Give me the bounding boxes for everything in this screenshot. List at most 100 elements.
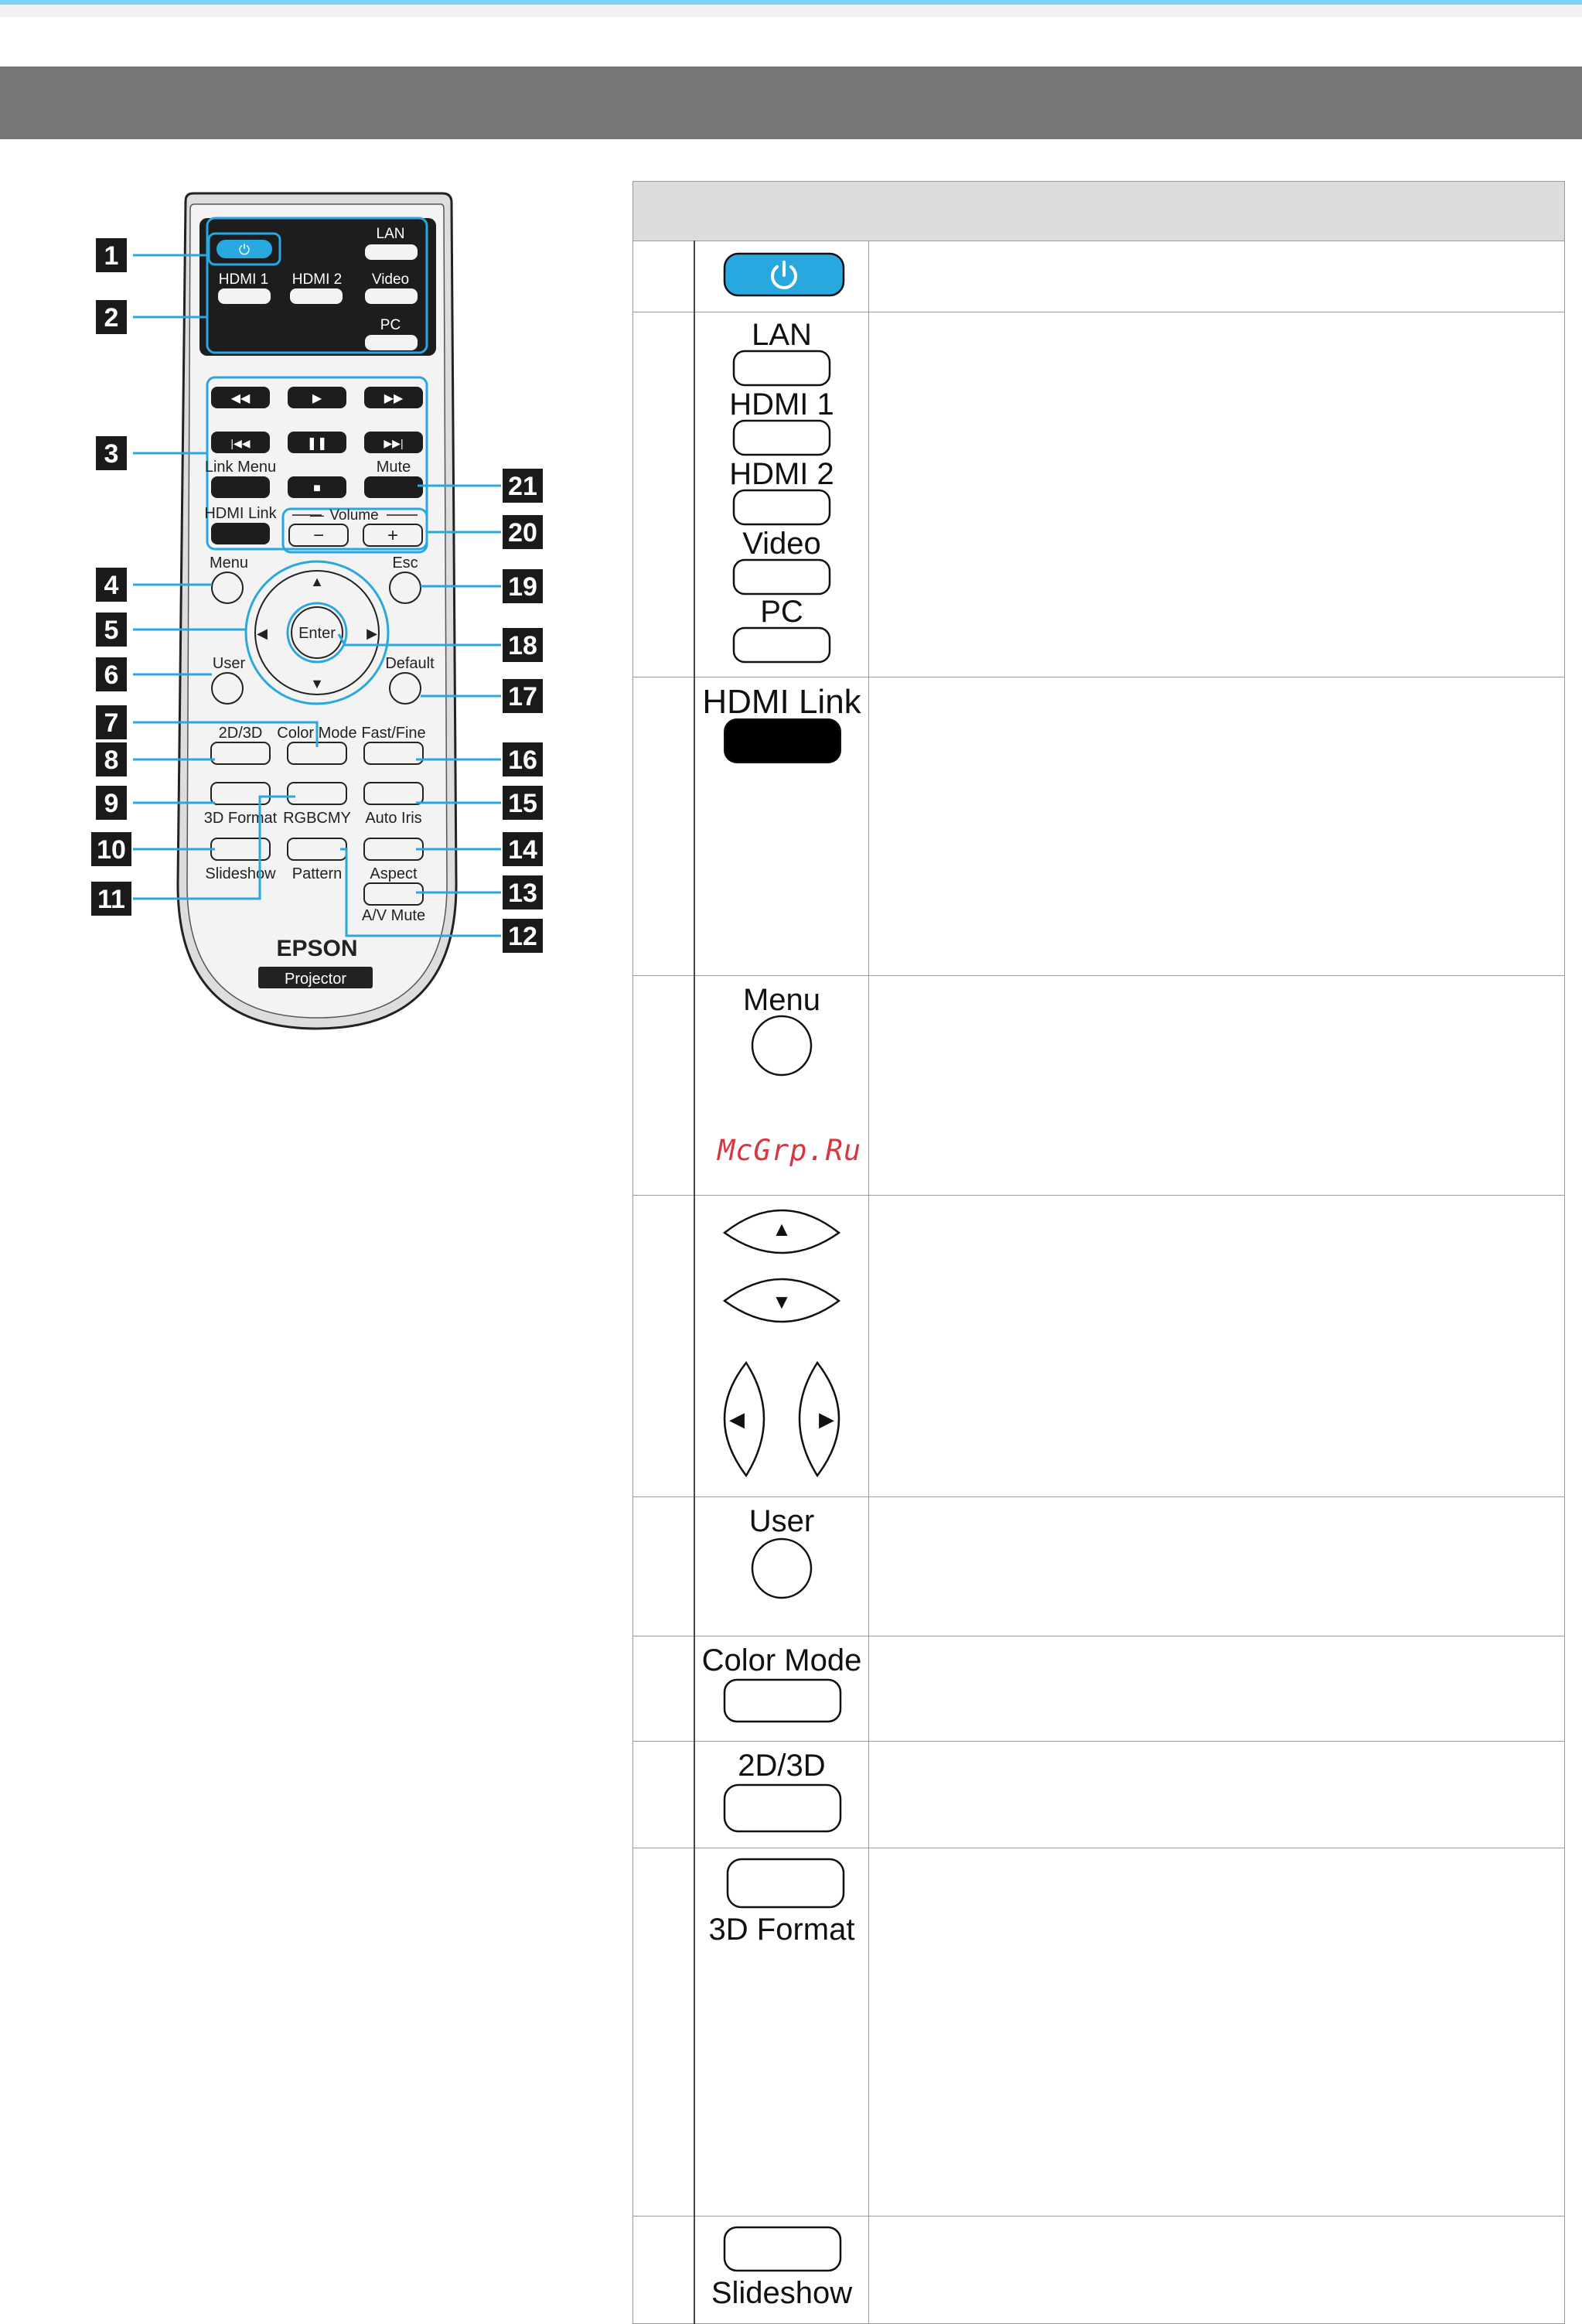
svg-text:Volume: Volume — [329, 507, 378, 524]
svg-text:2D/3D: 2D/3D — [219, 725, 263, 742]
2d3d-button-image: 2D/3D — [723, 1749, 842, 1833]
svg-text:Video: Video — [372, 271, 409, 288]
callout-2: 2 — [104, 303, 119, 333]
svg-text:|◀◀: |◀◀ — [230, 437, 250, 449]
svg-text:A/V Mute: A/V Mute — [362, 907, 425, 924]
callout-11: 11 — [97, 885, 125, 914]
svg-text:Default: Default — [385, 655, 435, 672]
menu-button-image: Menu — [743, 983, 820, 1077]
label-hdmi1: HDMI 1 — [729, 387, 834, 421]
callout-3: 3 — [104, 439, 119, 469]
section-header-bar — [0, 67, 1582, 139]
svg-text:◀◀: ◀◀ — [231, 392, 251, 405]
arrow-buttons-image: ▲ ▼ ◀ ▶ — [722, 1209, 841, 1478]
svg-text:Menu: Menu — [210, 555, 248, 572]
label-pc: PC — [760, 595, 803, 629]
power-button-image — [723, 252, 845, 297]
svg-text:⏻: ⏻ — [239, 242, 250, 258]
svg-text:RGBCMY: RGBCMY — [283, 810, 351, 827]
callout-16: 16 — [508, 746, 537, 775]
source-buttons-image: LAN HDMI 1 HDMI 2 Video PC — [729, 318, 834, 664]
svg-text:▶▶|: ▶▶| — [384, 437, 403, 449]
svg-text:Enter: Enter — [298, 625, 336, 642]
svg-text:Slideshow: Slideshow — [205, 865, 276, 882]
label-hdmi2: HDMI 2 — [729, 457, 834, 491]
table-row-power — [632, 241, 1565, 312]
svg-text:−: − — [313, 525, 324, 546]
svg-text:HDMI 2: HDMI 2 — [292, 271, 342, 288]
table-row-arrows: ▲ ▼ ◀ ▶ — [632, 1195, 1565, 1497]
arrow-up-icon: ▲ — [772, 1217, 792, 1240]
callout-8: 8 — [104, 746, 119, 775]
remote-label-lan: LAN — [377, 226, 405, 242]
label-user: User — [749, 1504, 814, 1538]
user-button-image: User — [749, 1504, 814, 1599]
callout-10: 10 — [97, 835, 126, 865]
svg-text:▼: ▼ — [310, 676, 324, 691]
callout-14: 14 — [508, 835, 537, 865]
label-slideshow: Slideshow — [711, 2276, 852, 2310]
top-accent-line — [0, 0, 1582, 5]
arrow-down-icon: ▼ — [772, 1290, 792, 1313]
svg-text:Auto Iris: Auto Iris — [365, 810, 421, 827]
callout-4: 4 — [104, 571, 119, 600]
svg-text:▶: ▶ — [367, 626, 377, 641]
table-row-hdmi-link: HDMI Link — [632, 677, 1565, 976]
svg-text:▶▶: ▶▶ — [384, 392, 404, 405]
svg-text:Mute: Mute — [377, 459, 411, 476]
button-table: LAN HDMI 1 HDMI 2 Video PC HDMI Link — [632, 181, 1565, 2324]
callout-15: 15 — [508, 789, 537, 818]
callout-12: 12 — [508, 922, 537, 951]
callout-13: 13 — [508, 879, 537, 908]
table-row-menu: Menu — [632, 975, 1565, 1196]
label-2d3d: 2D/3D — [738, 1749, 825, 1783]
svg-text:◀: ◀ — [257, 626, 268, 641]
svg-text:Fast/Fine: Fast/Fine — [361, 725, 425, 742]
arrow-right-icon: ▶ — [819, 1408, 834, 1431]
hdmi-link-button-image: HDMI Link — [702, 683, 862, 763]
table-header — [632, 181, 1565, 241]
color-mode-button-image: Color Mode — [702, 1643, 862, 1723]
svg-text:Pattern: Pattern — [292, 865, 342, 882]
svg-text:Link Menu: Link Menu — [205, 459, 276, 476]
label-hdmi-link: HDMI Link — [702, 683, 861, 721]
watermark: McGrp.Ru — [718, 1134, 862, 1167]
callout-17: 17 — [508, 682, 537, 712]
callout-18: 18 — [508, 631, 537, 660]
table-row-2d3d: 2D/3D — [632, 1741, 1565, 1848]
label-video: Video — [742, 527, 821, 561]
arrow-left-icon: ◀ — [729, 1408, 745, 1431]
remote-control-illustration: ⏻ LAN HDMI 1 HDMI 2 Video PC ◀◀ ▶ ▶▶ |◀◀… — [91, 192, 543, 1030]
callout-9: 9 — [104, 789, 119, 818]
label-menu: Menu — [743, 983, 820, 1017]
remote-brand: EPSON — [276, 936, 357, 961]
svg-text:User: User — [213, 655, 246, 672]
remote-model: Projector — [285, 971, 346, 988]
svg-text:PC: PC — [380, 317, 401, 333]
svg-text:3D Format: 3D Format — [204, 810, 278, 827]
power-icon — [771, 261, 797, 289]
callout-21: 21 — [508, 472, 537, 501]
slideshow-button-image: Slideshow — [711, 2226, 852, 2310]
svg-text:■: ■ — [313, 482, 321, 495]
svg-text:+: + — [387, 525, 398, 546]
callout-19: 19 — [508, 572, 537, 602]
callout-20: 20 — [508, 518, 537, 548]
svg-text:HDMI Link: HDMI Link — [204, 505, 277, 522]
svg-text:▲: ▲ — [310, 574, 324, 589]
label-color-mode: Color Mode — [702, 1643, 862, 1677]
callout-1: 1 — [104, 241, 119, 271]
table-row-user: User — [632, 1496, 1565, 1636]
svg-text:❚❚: ❚❚ — [307, 437, 328, 450]
3d-format-button-image: 3D Format — [709, 1858, 855, 1947]
callout-5: 5 — [104, 616, 119, 645]
svg-text:Esc: Esc — [392, 555, 418, 572]
label-lan: LAN — [752, 318, 812, 352]
table-row-color-mode: Color Mode — [632, 1636, 1565, 1742]
top-band — [0, 5, 1582, 17]
table-row-sources: LAN HDMI 1 HDMI 2 Video PC — [632, 312, 1565, 677]
label-3d-format: 3D Format — [709, 1913, 855, 1947]
table-row-3d-format: 3D Format — [632, 1848, 1565, 2217]
callout-7: 7 — [104, 708, 119, 738]
callout-6: 6 — [104, 660, 119, 690]
